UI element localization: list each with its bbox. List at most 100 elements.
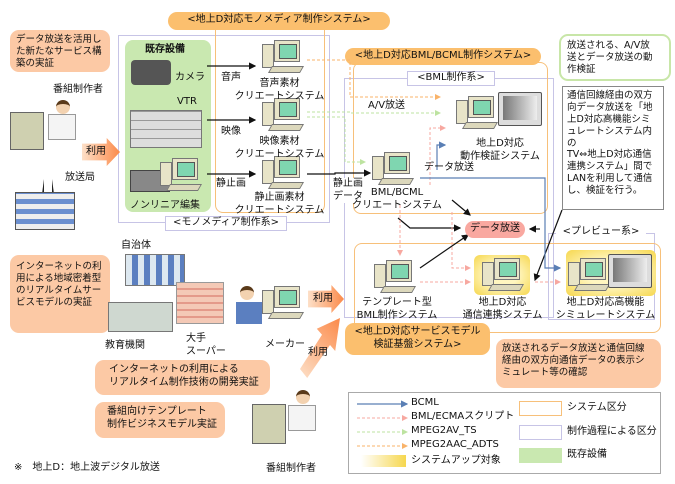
bubble-line: 用による地域密着型 xyxy=(16,272,102,284)
bubble-line: 築の実証 xyxy=(16,57,55,69)
use-label-producer: 利用 xyxy=(308,347,328,358)
bml-system-title: <地上D対応BML/BCML制作システム> xyxy=(345,48,541,65)
mono-system-title: <地上D対応モノメディア制作システム> xyxy=(168,12,390,30)
legend-system: システム区分 xyxy=(567,402,627,413)
note-line: 向データ放送を「地 xyxy=(567,101,653,113)
producer-at-desk-icon-2 xyxy=(250,390,320,450)
service-construction-bubble: データ放送を活用した新たなサービス構築の実証 xyxy=(10,30,110,72)
label-line: クリエートシステム xyxy=(234,204,325,216)
comm-system-label: 地上D対応通信連携システム xyxy=(455,297,550,322)
preview-label: <プレビュー系> xyxy=(556,226,646,240)
label-line: 通信連携システム xyxy=(462,309,543,321)
legend-adts: MPEG2AAC_ADTS xyxy=(411,439,499,450)
gov-label: 自治体 xyxy=(121,240,151,251)
verify-pc-icon xyxy=(456,96,499,132)
label-line: クリエートシステム xyxy=(352,199,442,211)
realtime-bubble: インターネットの利用によるリアルタイム制作技術の開発実証 xyxy=(95,360,270,395)
verify-bubble: 放送される、A/V放送とデータ放送の動作検証 xyxy=(559,34,671,81)
bubble-line: 制作ビジネスモデル実証 xyxy=(107,418,217,430)
bubble-line: 送とデータ放送の動 xyxy=(567,51,653,63)
note-line: LANを利用して通信 xyxy=(567,173,653,185)
existing-equipment-title: 既存設備 xyxy=(145,44,185,55)
school-building-icon xyxy=(108,302,173,332)
gov-building-icon xyxy=(125,254,185,286)
template-pc-icon xyxy=(374,260,417,296)
audio-flow-label: 音声 xyxy=(221,72,241,83)
label-line: シミュレートシステム xyxy=(555,309,656,321)
label-line: BML/BCML xyxy=(370,187,424,198)
label-line: <地上D対応サービスモデル xyxy=(354,326,481,337)
verify-system-label: 地上D対応動作検証システム xyxy=(455,138,545,163)
vtr-label: VTR xyxy=(177,96,197,107)
av-broadcast-label: A/V放送 xyxy=(368,100,406,111)
camera-label: カメラ xyxy=(175,72,205,83)
bubble-line: 経由の双方向通信データの表示シ xyxy=(502,354,645,366)
note-line: TV⇔地上D対応通信 xyxy=(567,149,652,161)
sim-pc-icon xyxy=(568,258,611,294)
supermarket-building-icon xyxy=(176,282,224,324)
note-line: 連携システム」間で xyxy=(567,161,653,173)
bubble-line: た新たなサービス構 xyxy=(16,45,102,57)
note-line: し、検証を行う。 xyxy=(567,185,643,196)
label-line: クリエートシステム xyxy=(234,90,325,102)
legend-bcml: BCML xyxy=(411,397,439,408)
broadcast-station-icon xyxy=(15,192,75,230)
bubble-line: インターネットの利用による xyxy=(109,364,239,375)
bubble-line: ビスモデルの実証 xyxy=(16,296,93,308)
label-line: 動作検証システム xyxy=(460,150,540,162)
super-label: 大手スーパー xyxy=(186,333,226,358)
audio-pc-icon xyxy=(262,40,305,76)
video-flow-label: 映像 xyxy=(221,126,241,137)
nonlinear-pc-icon xyxy=(160,158,203,194)
bubble-line: ミュレート等の確認 xyxy=(502,366,588,378)
legend-ts: MPEG2AV_TS xyxy=(411,425,477,436)
label-line: 検証基盤システム> xyxy=(373,338,462,350)
template-business-bubble: 番組向けテンプレート制作ビジネスモデル実証 xyxy=(95,402,225,438)
label-line: 静止画 xyxy=(333,178,363,189)
label-line: BML制作システム xyxy=(356,309,438,321)
legend-existing-swatch xyxy=(519,448,562,463)
use-label-maker: 利用 xyxy=(313,293,333,304)
verify-tv-icon xyxy=(498,92,542,126)
bubble-line: 放送される、A/V放 xyxy=(567,40,650,51)
bml-creator-pc-icon xyxy=(372,152,415,188)
label-line: スーパー xyxy=(186,345,226,357)
still-system-label: 静止画素材クリエートシステム xyxy=(232,192,327,217)
comm-pc-icon xyxy=(482,258,525,294)
producer-at-desk-icon xyxy=(8,100,78,160)
label-line: 地上D対応 xyxy=(476,138,524,149)
sim-system-label: 地上D対応高機能シミュレートシステム xyxy=(553,297,658,322)
label-line: 音声素材 xyxy=(259,78,300,89)
maker-engineer-icon xyxy=(236,286,306,346)
legend-highlight: システムアップ対象 xyxy=(411,455,501,466)
legend-existing: 既存設備 xyxy=(567,449,607,460)
label-line: 静止画素材 xyxy=(254,192,305,203)
legend-process: 制作過程による区分 xyxy=(567,426,657,437)
bubble-line: データ放送を活用し xyxy=(16,34,102,45)
note-line: 上D対応高機能シミ xyxy=(567,113,651,125)
service-system-title: <地上D対応サービスモデル検証基盤システム> xyxy=(345,323,490,355)
label-line: 大手 xyxy=(186,333,206,344)
still-flow-label: 静止画 xyxy=(216,178,246,189)
label-line: クリエートシステム xyxy=(234,148,325,160)
still-data-label: 静止画データ xyxy=(333,178,363,203)
display-sim-bubble: 放送されるデータ放送と通信回線経由の双方向通信データの表示シミュレート等の確認 xyxy=(496,339,661,388)
video-system-label: 映像素材クリエートシステム xyxy=(232,136,327,161)
legend-highlight-swatch xyxy=(361,455,406,467)
footnote: ※ 地上D：地上波デジタル放送 xyxy=(14,462,160,473)
broadcaster-label: 放送局 xyxy=(65,172,95,183)
nonlinear-label: ノンリニア編集 xyxy=(130,200,200,211)
producer-label: 番組制作者 xyxy=(53,84,103,95)
note-line: 通信回線経由の双方 xyxy=(567,90,653,101)
video-pc-icon xyxy=(262,98,305,134)
mono-media-label: <モノメディア制作系> xyxy=(165,216,287,231)
data-broadcast-pill: データ放送 xyxy=(465,221,525,238)
vtr-icon xyxy=(130,110,202,148)
sim-tv-icon xyxy=(608,254,652,288)
camera-icon xyxy=(131,60,171,85)
use-label: 利用 xyxy=(86,146,106,157)
bubble-line: 放送されるデータ放送と通信回線 xyxy=(502,343,645,354)
label-line: テンプレート型 xyxy=(362,297,432,308)
